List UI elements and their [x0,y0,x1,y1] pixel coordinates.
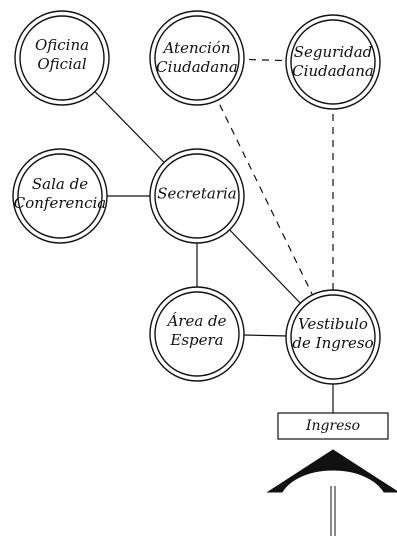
node-espera [149,286,245,382]
node-vestibulo [285,289,381,385]
node-atencion [149,10,245,106]
connection-atencion-seguridad [196,57,334,63]
node-inner-ring [154,153,240,239]
node-inner-ring [154,15,240,101]
entry-arrow-icon [266,449,397,493]
node-inner-ring [290,19,376,105]
entry-box [277,412,389,440]
nodes-layer [12,10,381,385]
node-inner-ring [154,291,240,377]
node-secretaria [149,148,245,244]
entry-label: Ingreso [305,418,361,434]
node-inner-ring [290,294,376,380]
node-sala [12,148,108,244]
node-inner-ring [17,153,103,239]
node-oficina [14,10,110,106]
node-seguridad [285,14,381,110]
node-inner-ring [19,15,105,101]
